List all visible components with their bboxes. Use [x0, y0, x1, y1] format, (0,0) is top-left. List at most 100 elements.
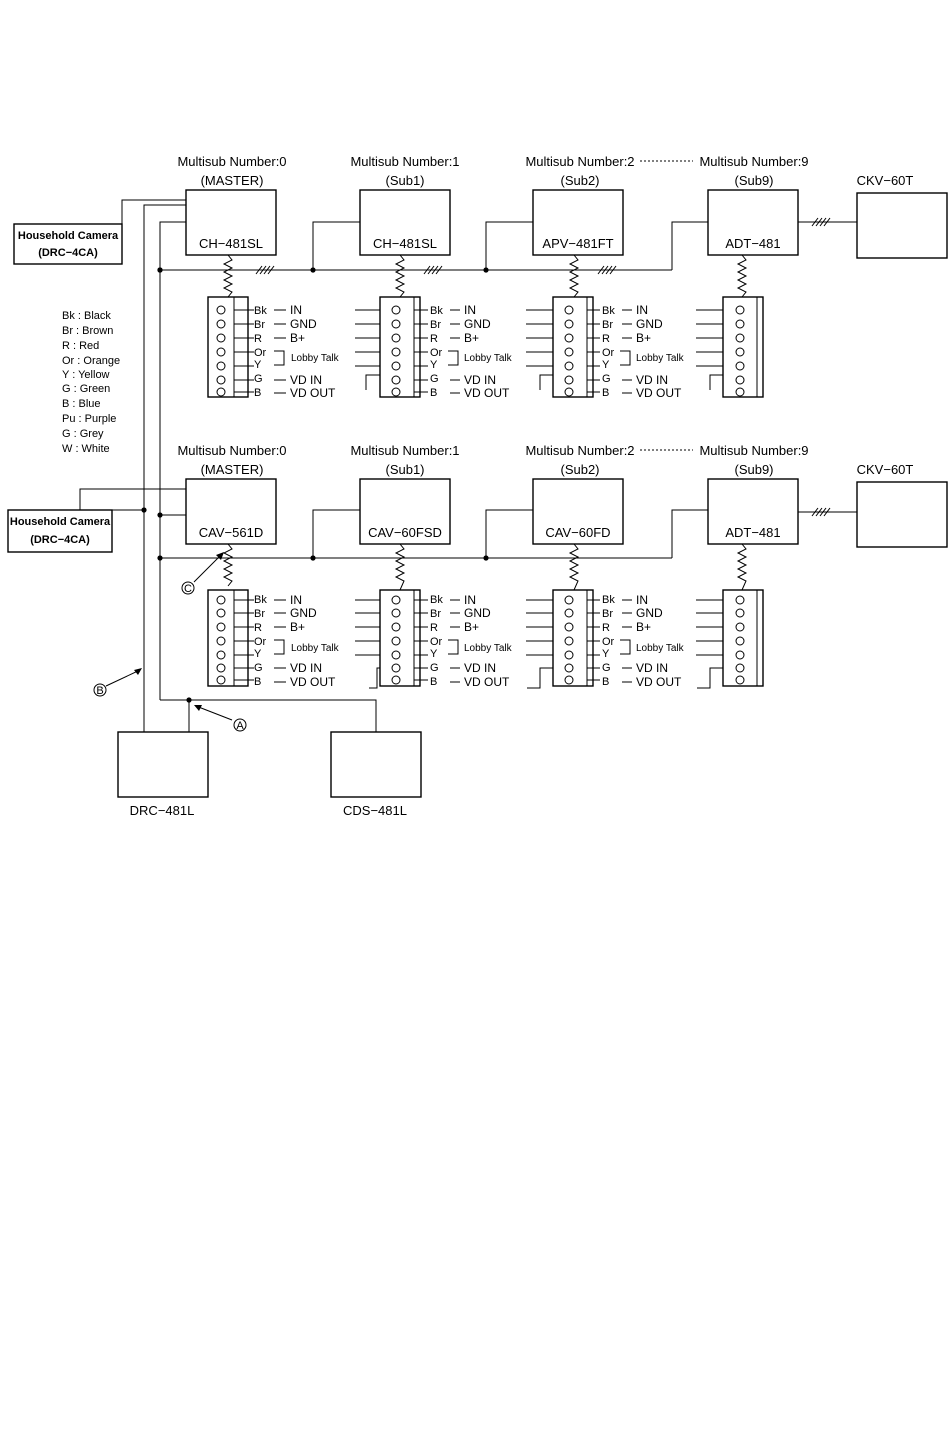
camera-link: [121, 199, 186, 224]
signal-name: IN: [464, 303, 476, 317]
terminal-block-sub1: [379, 543, 421, 687]
terminal-block-master: [207, 254, 249, 398]
signal-name: B+: [636, 331, 651, 345]
junction-dot: [310, 555, 316, 561]
unit-box-sub9: [707, 478, 799, 545]
signal-name: Lobby Talk: [291, 353, 340, 364]
wire-code: B: [254, 387, 261, 399]
model-label: APV−481FT: [542, 236, 613, 251]
signal-name: VD OUT: [290, 386, 336, 400]
device-label: CDS−481L: [343, 803, 407, 818]
wire-code: Y: [254, 359, 262, 371]
signal-name: B+: [290, 331, 305, 345]
wire-code: B: [602, 676, 609, 688]
signal-name: Lobby Talk: [464, 643, 513, 654]
svg-text:C: C: [184, 583, 192, 595]
legend-item: R : Red: [62, 340, 99, 352]
bus-to-master: [159, 221, 186, 270]
signal-name: VD IN: [464, 661, 496, 675]
unit-header: Multisub Number:0: [177, 154, 286, 169]
signal-name: IN: [290, 593, 302, 607]
wire-code: G: [602, 373, 611, 385]
bus-to-sub9: [671, 509, 708, 558]
marker-a: A: [194, 705, 247, 732]
signal-name: Lobby Talk: [636, 643, 685, 654]
wire-code: B: [254, 676, 261, 688]
bus-to-sub1: [312, 221, 360, 270]
signal-name: IN: [464, 593, 476, 607]
junction-dot: [310, 267, 316, 273]
wire-code: R: [430, 333, 438, 345]
terminal-block-sub9: [722, 254, 764, 398]
wire-leads: [234, 599, 723, 689]
remote-label: CKV−60T: [857, 462, 914, 477]
signal-name: VD IN: [636, 661, 668, 675]
wire-code: G: [254, 662, 263, 674]
wire-code: Br: [602, 319, 613, 331]
marker-c: C: [181, 552, 224, 595]
marker-b: B: [93, 668, 142, 697]
household-camera-box: [7, 509, 113, 553]
wire-code: Y: [430, 359, 438, 371]
wire-code: G: [430, 662, 439, 674]
junction-dot: [157, 267, 163, 273]
wire-code: Or: [254, 347, 267, 359]
camera-model: (DRC−4CA): [30, 534, 90, 546]
wire-code: G: [254, 373, 263, 385]
legend-item: Or : Orange: [62, 355, 120, 367]
pin-labels-sub1: Bk Br R Or Y G B IN GND B+ Lobby Talk VD…: [430, 303, 513, 400]
signal-name: VD IN: [290, 373, 322, 387]
cds-481l-box: [330, 731, 422, 798]
wire-code: Br: [254, 319, 265, 331]
wire-code: Y: [430, 648, 438, 660]
terminal-block-master: [207, 543, 249, 687]
camera-label: Household Camera: [10, 516, 111, 528]
wire-code: Bk: [602, 305, 615, 317]
pin-labels-sub2: Bk Br R Or Y G B IN GND B+ Lobby Talk VD…: [602, 303, 685, 400]
model-label: CH−481SL: [199, 236, 263, 251]
signal-name: GND: [636, 317, 663, 331]
signal-name: B+: [636, 620, 651, 634]
wire-code: Br: [430, 608, 441, 620]
unit-box-sub9: [707, 189, 799, 256]
remote-label: CKV−60T: [857, 173, 914, 188]
legend-item: G : Grey: [62, 428, 104, 440]
wire-code: R: [254, 333, 262, 345]
terminal-block-sub1: [379, 254, 421, 398]
legend-item: Pu : Purple: [62, 413, 116, 425]
wire-code: Bk: [254, 305, 267, 317]
cable-bundle-mark: [255, 265, 617, 275]
unit-subtitle: (MASTER): [201, 173, 264, 188]
signal-name: VD IN: [290, 661, 322, 675]
model-label: CH−481SL: [373, 236, 437, 251]
signal-name: Lobby Talk: [464, 353, 513, 364]
unit-subtitle: (Sub9): [734, 462, 773, 477]
row-2-system: Multisub Number:0 (MASTER) Multisub Numb…: [7, 267, 948, 689]
trunk-wiring: DRC−481L CDS−481L: [112, 204, 422, 818]
signal-name: IN: [636, 593, 648, 607]
signal-name: GND: [464, 606, 491, 620]
unit-box-sub1: [359, 189, 451, 256]
signal-name: VD OUT: [290, 675, 336, 689]
wire-code: R: [254, 622, 262, 634]
drc-481l-box: [117, 731, 209, 798]
pin-labels-sub2: Bk Br R Or Y G B IN GND B+ Lobby Talk VD…: [602, 593, 685, 689]
color-legend: Bk : Black Br : Brown R : Red Or : Orang…: [62, 310, 120, 455]
wire-code: R: [602, 622, 610, 634]
wire-code: Y: [602, 648, 610, 660]
legend-item: W : White: [62, 443, 110, 455]
wire-code: Or: [430, 347, 443, 359]
junction-dot: [483, 555, 489, 561]
camera-model: (DRC−4CA): [38, 247, 98, 259]
wire-code: B: [430, 387, 437, 399]
unit-subtitle: (MASTER): [201, 462, 264, 477]
cable-bundle-mark: [811, 507, 831, 517]
bus-to-sub2: [485, 221, 533, 270]
junction-dot: [186, 697, 192, 703]
wire-code: R: [602, 333, 610, 345]
terminal-block-sub2: [552, 254, 594, 398]
bus-to-sub1: [312, 509, 360, 558]
wire-code: G: [430, 373, 439, 385]
wire-code: Y: [602, 359, 610, 371]
